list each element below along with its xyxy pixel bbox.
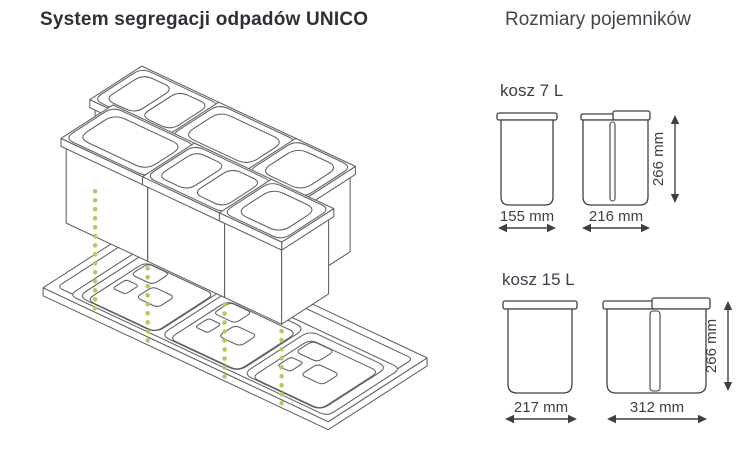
alignment-dot (222, 320, 227, 325)
alignment-dot (145, 302, 150, 307)
divider (649, 310, 661, 392)
alignment-dot (279, 328, 284, 334)
lid-right (612, 110, 651, 121)
bin-15l-dimension-diagram: 217 mm 312 mm 266 mm (502, 297, 733, 424)
right-section-title: Rozmiary pojemników (505, 9, 691, 30)
height-arrow-266 (723, 301, 733, 391)
alignment-dot (92, 297, 98, 302)
alignment-dot (92, 252, 98, 257)
alignment-dot (222, 365, 227, 370)
alignment-dot (279, 382, 284, 388)
alignment-dot (279, 391, 284, 397)
alignment-dot (222, 356, 227, 361)
width-label-155: 155 mm (500, 208, 554, 225)
lid (502, 300, 578, 310)
alignment-dot (145, 293, 150, 298)
alignment-dot (145, 311, 150, 316)
alignment-dot (222, 338, 227, 343)
alignment-dot (145, 275, 150, 280)
alignment-dot (92, 261, 98, 266)
divider (609, 121, 616, 202)
container-7l-single (496, 112, 558, 206)
alignment-dot (145, 266, 150, 271)
alignment-dot (92, 198, 98, 203)
alignment-dot (279, 373, 284, 379)
alignment-dot (92, 189, 98, 194)
lid-left (602, 300, 654, 310)
alignment-dot (145, 320, 150, 325)
alignment-dot (222, 374, 227, 379)
width-arrow-216 (582, 223, 650, 233)
alignment-dot (279, 346, 284, 352)
height-label-266: 266 mm (703, 319, 720, 373)
lid-right (651, 297, 711, 310)
bin-15l-label: kosz 15 L (502, 270, 575, 289)
alignment-dot (279, 337, 284, 343)
isometric-drawing (42, 65, 428, 431)
width-label-312: 312 mm (630, 399, 684, 416)
alignment-dot (222, 311, 227, 316)
alignment-dot (92, 270, 98, 275)
width-arrow-217 (505, 414, 577, 424)
height-arrow-266 (670, 115, 680, 203)
alignment-dot (92, 279, 98, 284)
alignment-dot (92, 243, 98, 248)
alignment-dot (92, 234, 98, 239)
left-section-title: System segregacji odpadów UNICO (40, 9, 369, 30)
container-15l-single (502, 300, 578, 394)
body (606, 308, 707, 394)
width-arrow-155 (498, 223, 556, 233)
height-label-266: 266 mm (650, 132, 667, 186)
alignment-dot (279, 400, 284, 406)
width-label-216: 216 mm (589, 208, 643, 225)
alignment-dot (145, 338, 150, 343)
lid (496, 112, 558, 121)
width-label-217: 217 mm (514, 399, 568, 416)
bin-7l-dimension-diagram: 155 mm 216 mm 266 mm (496, 110, 680, 233)
body (507, 308, 573, 394)
alignment-dot (145, 284, 150, 289)
unico-system-illustration (0, 40, 470, 452)
body (500, 119, 554, 206)
width-arrow-312 (607, 414, 707, 424)
alignment-dot (222, 347, 227, 352)
alignment-dot (92, 216, 98, 221)
alignment-dot (279, 355, 284, 361)
container-7l-double (580, 110, 651, 206)
alignment-dot (145, 329, 150, 334)
bin-7l-label: kosz 7 L (500, 81, 564, 100)
alignment-dot (279, 364, 284, 370)
alignment-dot (222, 302, 227, 307)
alignment-dot (92, 207, 98, 212)
alignment-dot (92, 288, 98, 293)
alignment-dot (222, 329, 227, 334)
lid-left (580, 113, 616, 121)
alignment-dot (92, 306, 98, 311)
alignment-dot (92, 225, 98, 230)
container-15l-double (602, 297, 711, 394)
